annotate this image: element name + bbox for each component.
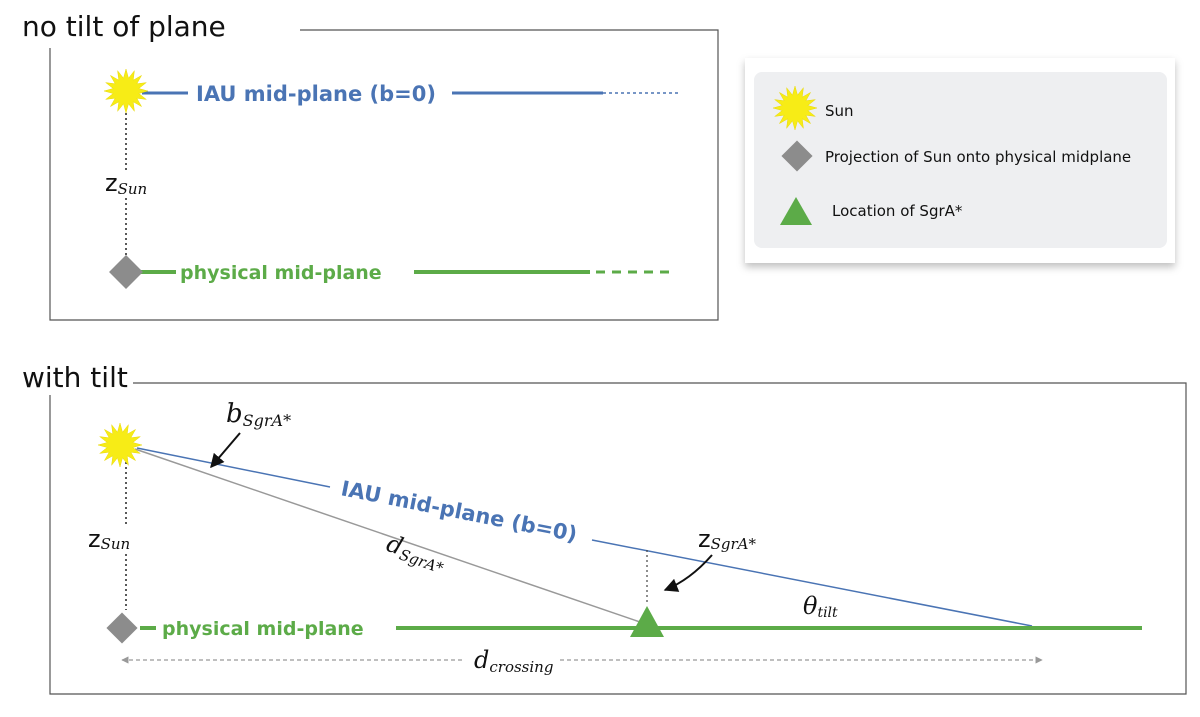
bottom-panel-frame xyxy=(49,382,1187,695)
bottom-iau-label: IAU mid-plane (b=0) xyxy=(339,476,579,546)
bottom-iau-line-1 xyxy=(136,447,331,488)
bottom-zsun-label: zSun xyxy=(88,525,130,553)
top-panel-title: no tilt of plane xyxy=(22,10,226,43)
sun-icon xyxy=(103,68,149,114)
z-sgra-arrow xyxy=(663,554,713,592)
bottom-panel-title: with tilt xyxy=(22,361,128,394)
bottom-panel: with tilt IAU mid-plane (b=0) zSun bSgrA… xyxy=(22,361,1187,695)
top-physical-label: physical mid-plane xyxy=(180,262,382,284)
sun-to-sgra-line xyxy=(134,448,641,623)
b-sgra-arrow xyxy=(210,432,241,469)
legend-triangle-label: Location of SgrA* xyxy=(832,202,963,220)
legend: Sun Projection of Sun onto physical midp… xyxy=(745,58,1175,263)
bottom-physical-label: physical mid-plane xyxy=(162,618,364,640)
triangle-icon xyxy=(780,197,812,225)
top-panel: no tilt of plane IAU mid-plane (b=0) zSu… xyxy=(22,10,719,321)
z-sgra-label: zSgrA* xyxy=(698,525,756,553)
top-panel-frame xyxy=(49,29,719,321)
d-crossing-label: dcrossing xyxy=(474,646,553,676)
top-zsun-label: zSun xyxy=(105,169,147,198)
bottom-iau-line-2 xyxy=(591,539,1033,627)
sun-icon xyxy=(772,85,818,131)
legend-background xyxy=(754,72,1167,248)
diamond-icon xyxy=(106,612,138,644)
theta-tilt-label: θtilt xyxy=(803,592,838,621)
b-sgra-label: bSgrA* xyxy=(226,399,291,430)
diamond-icon xyxy=(109,255,143,289)
legend-sun-label: Sun xyxy=(825,102,854,120)
legend-diamond-label: Projection of Sun onto physical midplane xyxy=(825,148,1131,166)
sun-icon xyxy=(97,422,143,468)
triangle-icon xyxy=(630,606,664,637)
top-iau-label: IAU mid-plane (b=0) xyxy=(196,82,436,106)
